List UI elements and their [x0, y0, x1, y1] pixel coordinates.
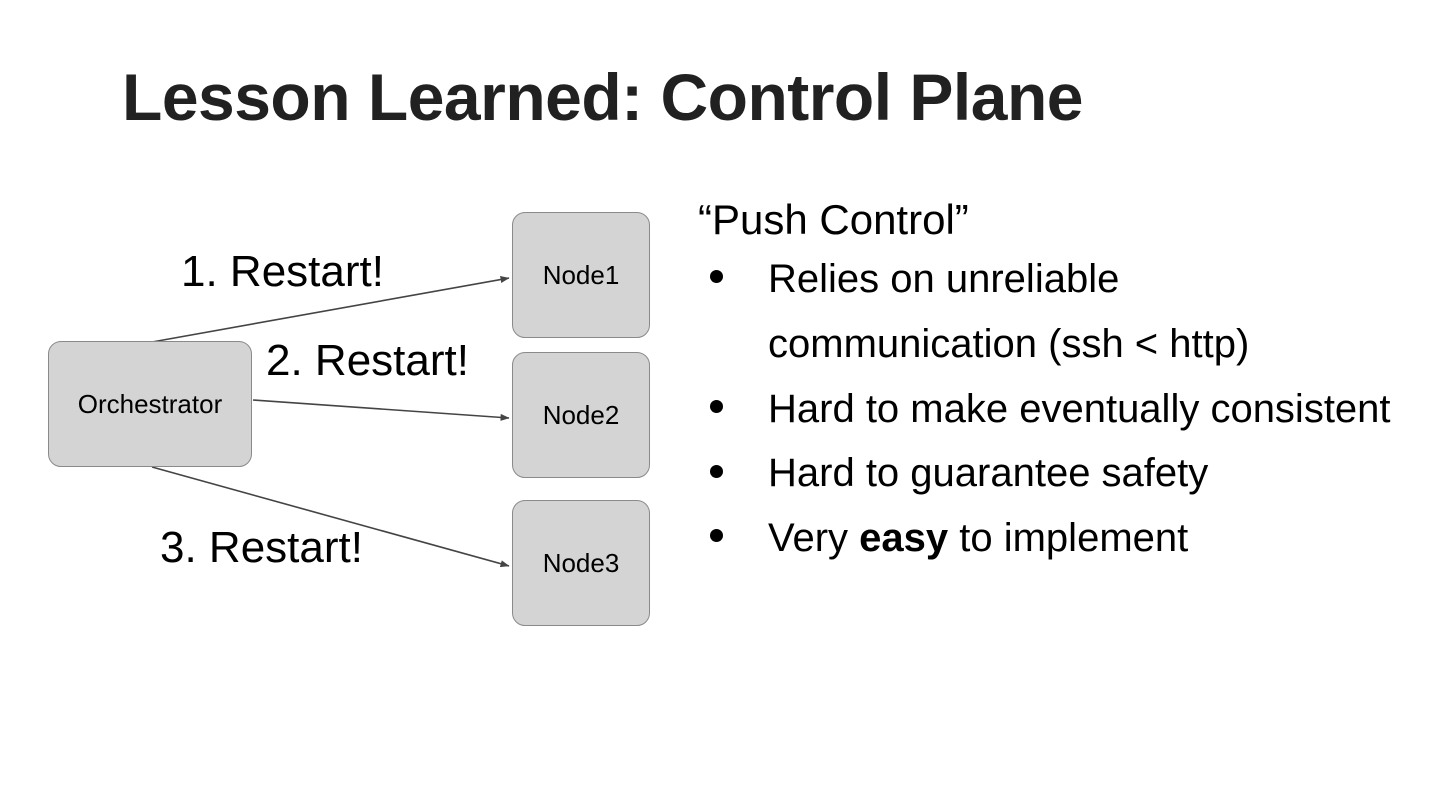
edge-orchestrator-to-node2 — [252, 399, 510, 421]
list-item-text: Relies on unreliable communication (ssh … — [768, 257, 1250, 366]
diagram-edges — [151, 276, 510, 568]
push-control-heading: “Push Control” — [698, 196, 969, 243]
list-item: Hard to guarantee safety — [698, 441, 1398, 506]
node-node1[interactable]: Node1 — [512, 212, 650, 338]
list-item: Very easy to implement — [698, 506, 1398, 571]
edge-label-restart-3: 3. Restart! — [160, 523, 363, 572]
page-title: Lesson Learned: Control Plane — [122, 60, 1084, 134]
list-item-text: Very easy to implement — [768, 516, 1189, 561]
push-control-bullet-list: Relies on unreliable communication (ssh … — [698, 247, 1398, 571]
list-item: Relies on unreliable communication (ssh … — [698, 247, 1398, 377]
node-node1-label: Node1 — [542, 260, 620, 290]
edge-label-restart-1: 1. Restart! — [181, 247, 384, 296]
node-node2[interactable]: Node2 — [512, 352, 650, 478]
control-plane-diagram: Orchestrator Node1 Node2 Node3 1. Restar… — [0, 0, 700, 810]
bullet-dot-icon — [710, 270, 723, 284]
node-node2-label: Node2 — [542, 400, 620, 430]
push-control-panel: “Push Control” Relies on unreliable comm… — [698, 196, 1398, 571]
node-orchestrator-label: Orchestrator — [77, 389, 223, 419]
edge-label-restart-2: 2. Restart! — [266, 336, 469, 385]
list-item-text: Hard to guarantee safety — [768, 451, 1209, 496]
list-item-text: Hard to make eventually consistent — [768, 386, 1391, 431]
list-item: Hard to make eventually consistent — [698, 377, 1398, 442]
edge-orchestrator-to-node1 — [151, 276, 510, 343]
bullet-dot-icon — [710, 399, 723, 413]
edge-orchestrator-to-node3 — [151, 466, 510, 568]
node-orchestrator[interactable]: Orchestrator — [48, 341, 252, 467]
node-node3-label: Node3 — [542, 548, 620, 578]
bullet-dot-icon — [710, 529, 723, 543]
bullet-dot-icon — [710, 464, 723, 478]
node-node3[interactable]: Node3 — [512, 500, 650, 626]
